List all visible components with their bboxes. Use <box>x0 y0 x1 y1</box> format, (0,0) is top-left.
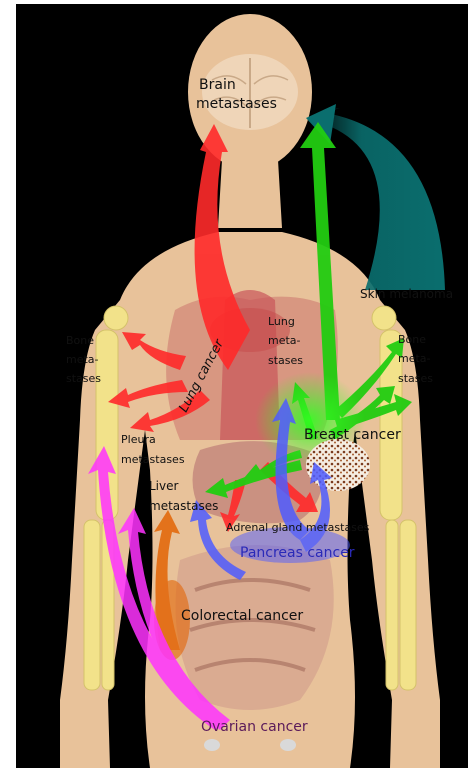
label-lung-meta-line2: meta- <box>268 334 301 347</box>
label-pleura-line1: Pleura <box>121 433 156 446</box>
label-pancreas: Pancreas cancer <box>240 545 355 561</box>
label-bone-left-line1: Bone <box>66 334 94 347</box>
right-edge-cover <box>468 0 476 772</box>
label-colorectal: Colorectal cancer <box>181 608 303 624</box>
label-bone-right-line2: meta- <box>398 352 431 365</box>
label-lung-meta-line3: stases <box>268 354 303 367</box>
label-liver-line1: Liver <box>149 479 179 493</box>
label-bone-right-line3: stases <box>398 372 433 385</box>
label-brain-line1: Brain <box>199 77 236 93</box>
label-adrenal: Adrenal gland metastases <box>226 521 370 534</box>
label-brain-line2: metastases <box>196 96 277 112</box>
label-lung-meta-line1: Lung <box>268 315 295 328</box>
label-breast-cancer: Breast cancer <box>304 427 401 443</box>
label-liver-line2: metastases <box>149 499 218 513</box>
label-skin-melanoma: Skin melanoma <box>360 287 453 301</box>
label-pleura-line2: metastases <box>121 453 185 466</box>
label-bone-left-line3: stases <box>66 372 101 385</box>
label-bone-left-line2: meta- <box>66 353 99 366</box>
label-bone-right-line1: Bone <box>398 333 426 346</box>
label-ovarian: Ovarian cancer <box>201 719 308 735</box>
